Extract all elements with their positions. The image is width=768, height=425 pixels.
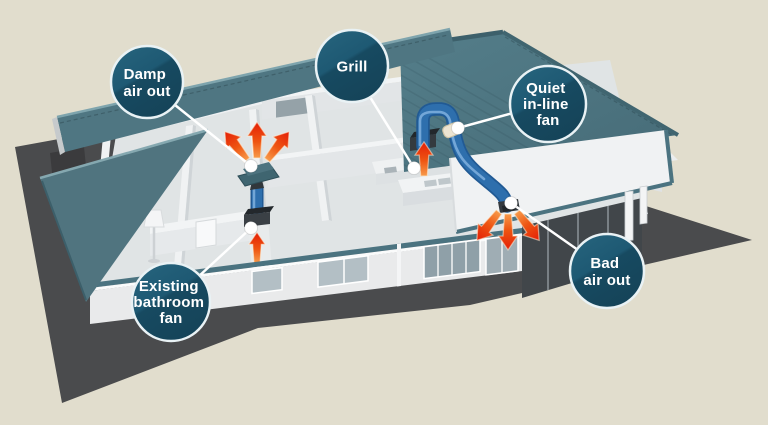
connector-existing-bathroom-fan xyxy=(197,227,252,278)
inline-fan-duct-system xyxy=(410,102,520,213)
anchor-dot-quiet-in-line-fan xyxy=(451,121,465,135)
connector-damp-air-out xyxy=(174,104,252,167)
roof-hip-stitch xyxy=(504,36,675,137)
anchor-dots xyxy=(244,121,518,235)
veranda-gutter-right xyxy=(664,129,674,184)
duct-pipe-highlight xyxy=(418,110,486,181)
anchor-dot-grill xyxy=(407,161,421,175)
roof-panel-front-side xyxy=(41,180,87,301)
callout-bad-air-out: Bad air out xyxy=(568,232,646,310)
connector-grill xyxy=(368,96,416,169)
callout-label: Bad air out xyxy=(583,255,630,289)
connector-quiet-in-line-fan xyxy=(457,111,514,130)
duct-pipe xyxy=(418,104,512,211)
callout-connectors xyxy=(174,96,579,278)
roof-panel-end-face xyxy=(52,117,65,155)
window xyxy=(251,266,283,295)
veranda-post xyxy=(639,185,648,225)
back-window xyxy=(276,96,312,118)
veranda-post xyxy=(624,190,634,242)
anchor-dot-existing-bathroom-fan xyxy=(244,221,258,235)
callout-quiet-in-line-fan: Quiet in-line fan xyxy=(508,64,588,144)
callout-circle xyxy=(314,28,390,104)
lamp-shade xyxy=(143,209,165,228)
roof-cowl-cap xyxy=(243,162,274,176)
sink-basin xyxy=(438,177,451,185)
callout-label: Grill xyxy=(336,59,367,76)
callout-existing-bathroom-fan: Existing bathroom fan xyxy=(130,261,212,343)
callout-bubbles: Damp air out Grill Quiet in-line fan Exi… xyxy=(109,28,646,343)
cooktop xyxy=(384,166,397,174)
lamp-base xyxy=(148,259,160,263)
roof-panel-front-edge xyxy=(39,128,209,180)
anchor-dot-damp-air-out xyxy=(244,159,258,173)
roof-panel-front xyxy=(40,130,208,302)
window-wide xyxy=(317,254,369,288)
downpipe xyxy=(397,243,401,287)
floor-lamp xyxy=(143,209,165,263)
anchor-dot-bad-air-out xyxy=(504,196,518,210)
callout-label: Existing bathroom fan xyxy=(133,278,208,327)
interior-door xyxy=(195,218,217,249)
sink-basin xyxy=(424,179,437,187)
callout-grill: Grill xyxy=(314,28,390,104)
kitchen-wall-face xyxy=(268,141,415,188)
callout-circle xyxy=(508,64,588,144)
roof-hip-ridge xyxy=(501,30,680,137)
kitchen-island xyxy=(398,173,457,206)
kitchen-wall-top xyxy=(268,136,415,161)
callout-label: Damp air out xyxy=(123,66,170,100)
callout-damp-air-out: Damp air out xyxy=(109,44,185,120)
fan-box-top xyxy=(244,206,274,215)
veranda-posts xyxy=(624,185,648,242)
connector-bad-air-out xyxy=(510,201,579,252)
callout-circle xyxy=(109,44,185,120)
callout-circle xyxy=(568,232,646,310)
callout-circle xyxy=(130,261,212,343)
callout-label: Quiet in-line fan xyxy=(523,80,573,129)
veranda-cut-edge xyxy=(449,157,457,233)
island-face xyxy=(403,186,457,206)
